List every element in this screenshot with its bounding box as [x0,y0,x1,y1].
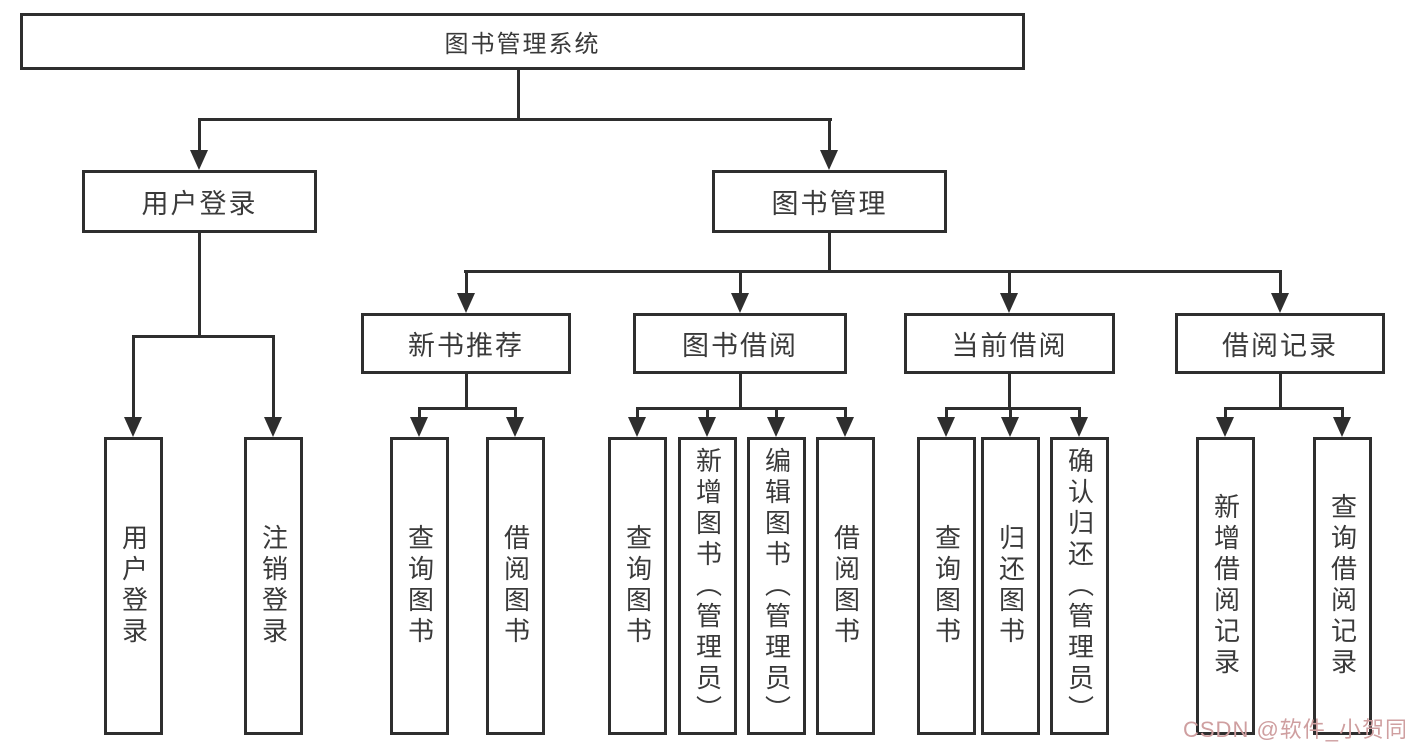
leaf-add-books-admin: 新增图书（管理员） [678,437,737,735]
arrow-down-icon [410,417,428,437]
connector [1279,270,1282,297]
arrow-down-icon [698,417,716,437]
node-current-borrow: 当前借阅 [904,313,1115,374]
connector [1341,407,1344,421]
arrow-down-icon [190,150,208,170]
connector [1008,270,1011,297]
connector [828,118,831,155]
connector [132,335,135,421]
connector [636,407,847,410]
arrow-down-icon [457,293,475,313]
leaf-borrow-books-recommend: 借阅图书 [486,437,545,735]
connector [1008,374,1011,410]
arrow-down-icon [937,417,955,437]
connector [272,335,275,421]
csdn-watermark: CSDN @软件_小贺同学 [1183,717,1405,742]
node-root-system: 图书管理系统 [20,13,1025,70]
arrow-down-icon [731,293,749,313]
node-book-borrow: 图书借阅 [633,313,847,374]
connector [945,407,1079,410]
connector [1279,374,1282,410]
connector [465,374,468,410]
connector [1224,407,1344,410]
connector [636,407,639,421]
node-book-management: 图书管理 [712,170,947,233]
leaf-query-books-recommend: 查询图书 [390,437,449,735]
leaf-user-login: 用户登录 [104,437,163,735]
leaf-borrow-books: 借阅图书 [816,437,875,735]
arrow-down-icon [1000,293,1018,313]
connector [739,270,742,297]
leaf-query-borrow-record: 查询借阅记录 [1313,437,1372,735]
connector [1009,407,1012,421]
arrow-down-icon [767,417,785,437]
node-user-login: 用户登录 [82,170,317,233]
connector [464,270,1282,273]
arrow-down-icon [1333,417,1351,437]
arrow-down-icon [1001,417,1019,437]
connector [198,233,201,338]
arrow-down-icon [506,417,524,437]
connector [1224,407,1227,421]
leaf-query-books-borrow: 查询图书 [608,437,667,735]
connector [739,374,742,410]
leaf-edit-books-admin: 编辑图书（管理员） [747,437,806,735]
connector [132,335,275,338]
node-borrow-records: 借阅记录 [1175,313,1385,374]
connector [465,270,468,297]
connector [844,407,847,421]
node-new-book-recommend: 新书推荐 [361,313,571,374]
arrow-down-icon [264,417,282,437]
connector [1078,407,1081,421]
connector [706,407,709,421]
connector [198,118,832,121]
connector [418,407,421,421]
leaf-confirm-return-admin: 确认归还（管理员） [1050,437,1109,735]
connector [198,118,201,155]
arrow-down-icon [1271,293,1289,313]
arrow-down-icon [628,417,646,437]
connector [828,233,831,273]
arrow-down-icon [820,150,838,170]
connector [514,407,517,421]
leaf-add-borrow-record: 新增借阅记录 [1196,437,1255,735]
arrow-down-icon [124,417,142,437]
connector [517,70,520,121]
arrow-down-icon [1216,417,1234,437]
leaf-return-books: 归还图书 [981,437,1040,735]
arrow-down-icon [1070,417,1088,437]
leaf-query-books-current: 查询图书 [917,437,976,735]
arrow-down-icon [836,417,854,437]
connector [418,407,517,410]
connector [945,407,948,421]
connector [775,407,778,421]
leaf-logout: 注销登录 [244,437,303,735]
